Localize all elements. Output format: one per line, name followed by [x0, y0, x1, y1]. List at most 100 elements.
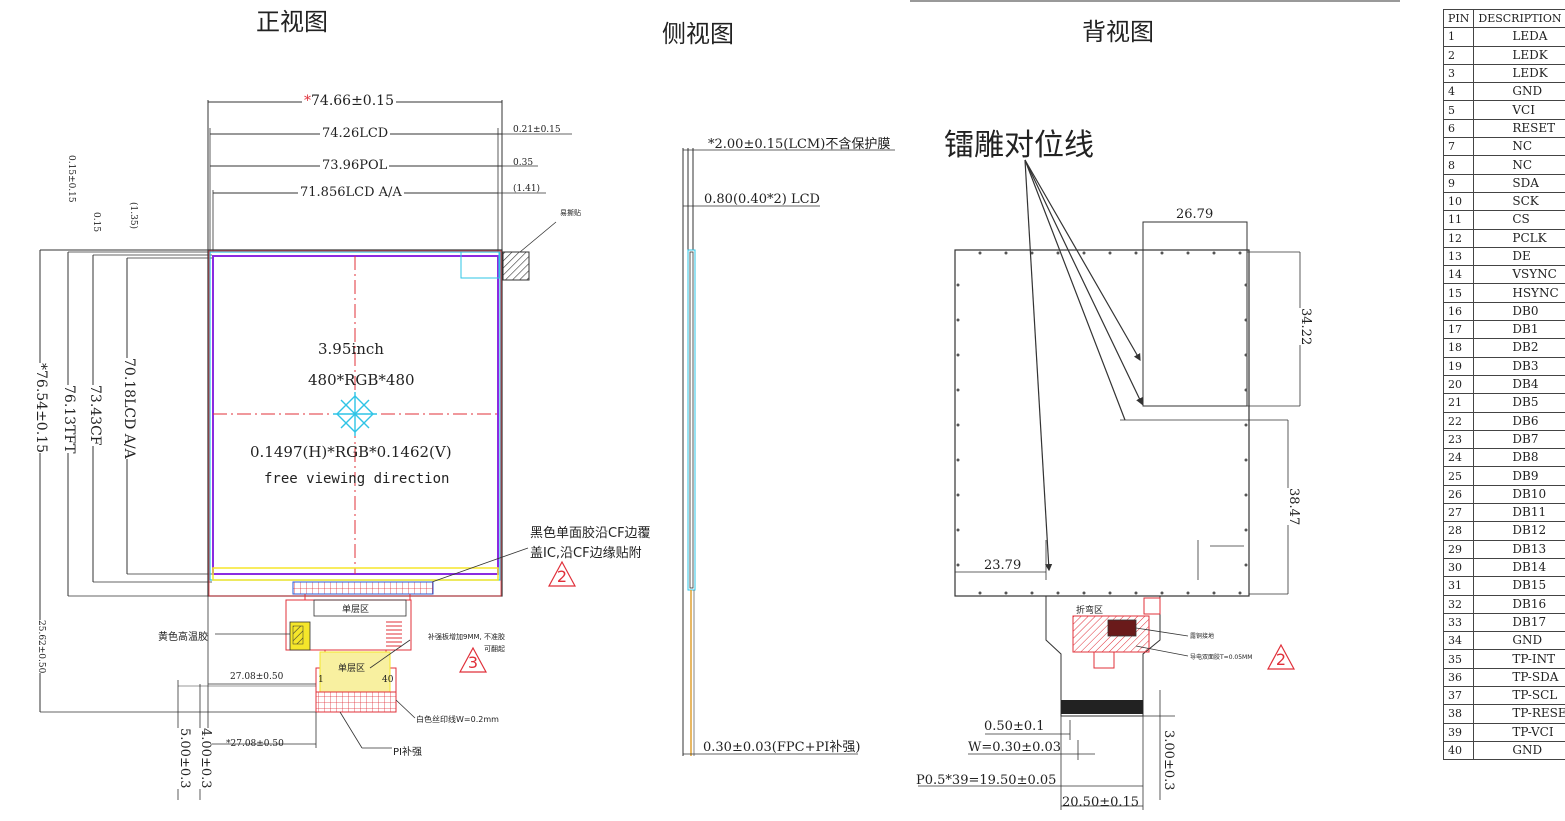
pin-number: 14 — [1442, 265, 1475, 285]
pin-number: 5 — [1442, 100, 1475, 120]
pin-description: GND — [1473, 740, 1565, 761]
dim-fpc-height: 25.62±0.50 — [34, 620, 48, 674]
pin-number: 22 — [1442, 411, 1475, 431]
dim-tft-height: 76.13TFT — [61, 385, 77, 454]
silk-print-label: 白色丝印线W=0.2mm — [416, 715, 499, 724]
dim-back-1: 26.79 — [1176, 207, 1214, 222]
pin-description: DB6 — [1473, 411, 1565, 431]
dim-fpc-v2: 4.00±0.3 — [198, 728, 213, 789]
pin-description: TP-INT — [1473, 649, 1565, 669]
pin-description: DB9 — [1473, 466, 1565, 486]
pin-number: 16 — [1442, 301, 1475, 322]
pin-description: DB4 — [1473, 374, 1565, 395]
pin-table-header: PIN DESCRIPTION — [1442, 8, 1565, 29]
pin-description: GND — [1473, 631, 1565, 651]
pixel-pitch: 0.1497(H)*RGB*0.1462(V) — [250, 443, 452, 461]
pin-description: TP-RESET — [1473, 704, 1565, 724]
dim-back-7: P0.5*39=19.50±0.05 — [916, 773, 1057, 788]
dim-aa-width: 71.856LCD A/A — [298, 185, 404, 200]
dim-left-a: 0.15±0.15 — [66, 155, 76, 203]
pin-description: VSYNC — [1473, 265, 1565, 285]
dim-back-8: 20.50±0.15 — [1062, 795, 1140, 810]
pin-description: RESET — [1473, 118, 1565, 139]
dim-back-2: 34.22 — [1298, 308, 1313, 346]
conductive-tape-label: 导电双面胶T=0.05MM — [1190, 654, 1253, 661]
pin-description: VCI — [1473, 100, 1565, 120]
pin-number: 4 — [1442, 82, 1475, 102]
pin-description: LEDK — [1473, 45, 1565, 65]
pin-description: TP-SDA — [1473, 667, 1565, 687]
pin-number: 40 — [1442, 740, 1475, 761]
reinforce-note-2: 可翻起 — [484, 645, 505, 653]
dim-lcd-width: 74.26LCD — [320, 126, 391, 141]
dim-lcd-thickness: 0.80(0.40*2) LCD — [704, 192, 820, 207]
dim-fpc-offset-2: *27.08±0.50 — [226, 739, 284, 749]
pin-number: 1 — [1442, 27, 1475, 47]
pin-description: DB0 — [1473, 301, 1565, 322]
copper-ground-label: 露铜接地 — [1190, 633, 1215, 640]
dim-back-6: W=0.30±0.03 — [968, 740, 1062, 755]
pin-number: 15 — [1442, 283, 1475, 303]
pin-number: 36 — [1442, 667, 1475, 687]
pin-number: 17 — [1442, 320, 1475, 340]
pin-number: 39 — [1442, 722, 1475, 742]
pin-description: DB2 — [1473, 338, 1565, 358]
dim-left-b: 0.15 — [91, 212, 101, 233]
dim-star: * — [304, 93, 311, 109]
dim-overall-width: *74.66±0.15 — [302, 94, 396, 108]
pin-number: 30 — [1442, 557, 1475, 578]
pin-number: 21 — [1442, 393, 1475, 413]
pin-description: SDA — [1473, 173, 1565, 193]
pin-number: 7 — [1442, 137, 1475, 157]
dim-lcm-thickness: *2.00±0.15(LCM)不含保护膜 — [708, 137, 891, 152]
pin-description: LEDK — [1473, 63, 1565, 84]
pin-description: DB15 — [1473, 576, 1565, 596]
dim-overall-width-value: 74.66±0.15 — [311, 93, 394, 109]
yellow-tape-label: 黄色高温胶 — [158, 632, 208, 643]
reinforce-note-1: 补强板增加9MM, 不准胶 — [428, 633, 505, 641]
single-layer-label-1: 单层区 — [342, 605, 370, 615]
pin-number: 35 — [1442, 649, 1475, 669]
pin-number: 6 — [1442, 118, 1475, 139]
pin-description: SCK — [1473, 191, 1565, 212]
pin-40-marker: 40 — [382, 675, 394, 685]
pin-description: DB1 — [1473, 320, 1565, 340]
dim-back-4: 23.79 — [984, 558, 1022, 573]
pi-reinforce-label: PI补强 — [393, 747, 422, 758]
dim-back-3: 38.47 — [1286, 488, 1301, 526]
pin-number: 25 — [1442, 466, 1475, 486]
pin-number: 3 — [1442, 63, 1475, 84]
pin-number: 26 — [1442, 484, 1475, 505]
pin-1-marker: 1 — [318, 675, 324, 685]
dim-aa-height: 70.18LCD A/A — [121, 358, 137, 459]
pin-number: 32 — [1442, 594, 1475, 614]
note-triangle-2-front: 2 — [547, 560, 577, 588]
pin-description: DB5 — [1473, 393, 1565, 413]
pin-number: 23 — [1442, 429, 1475, 450]
pin-number: 13 — [1442, 246, 1475, 267]
dim-right-1: 0.21±0.15 — [513, 125, 561, 135]
pin-number: 12 — [1442, 228, 1475, 248]
